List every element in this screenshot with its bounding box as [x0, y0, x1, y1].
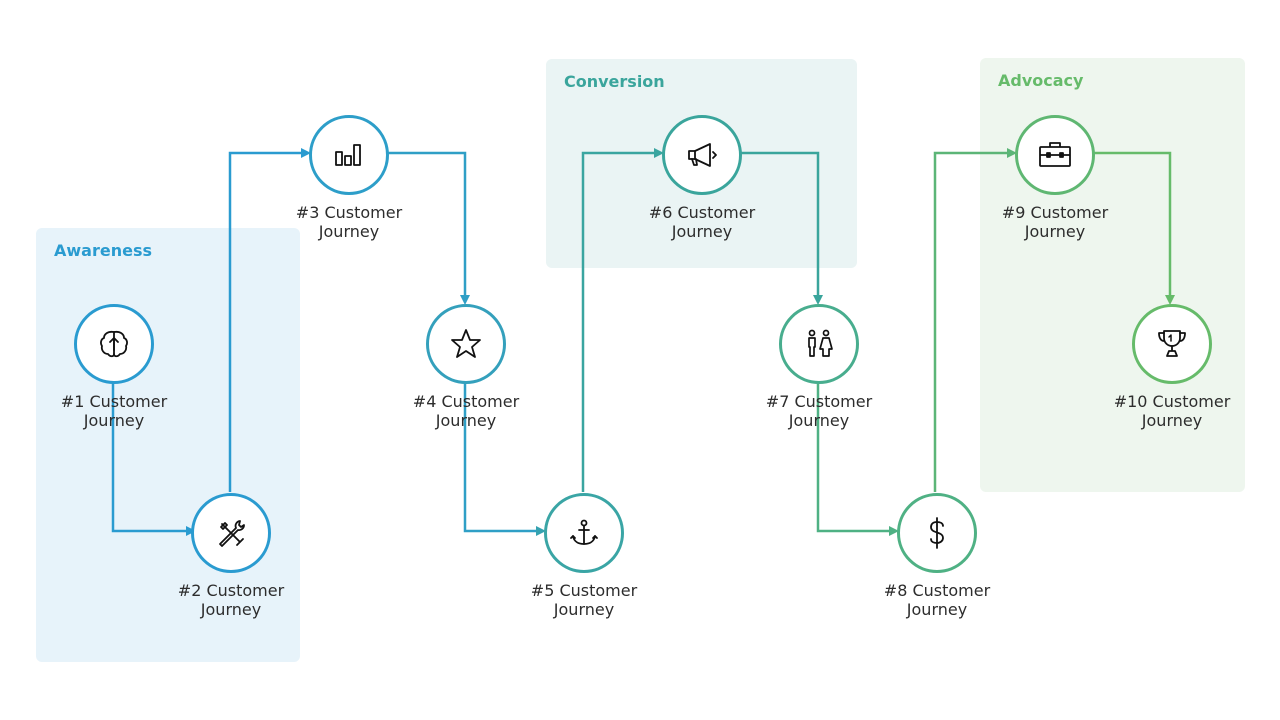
step-label-4: #4 Customer Journey [386, 392, 546, 430]
star-icon [451, 329, 481, 358]
step-label-3: #3 Customer Journey [269, 203, 429, 241]
step-circle-1[interactable] [74, 304, 154, 384]
step-label-5: #5 Customer Journey [504, 581, 664, 619]
step-title-2: #2 Customer [177, 581, 285, 600]
step-subtitle-4: Journey [435, 411, 497, 430]
step-circle-5[interactable] [544, 493, 624, 573]
connector-4-5 [463, 381, 541, 533]
brain-icon [100, 330, 128, 358]
step-circle-9[interactable] [1015, 115, 1095, 195]
connector-2-3 [228, 151, 306, 492]
step-subtitle-2: Journey [200, 600, 262, 619]
arrowhead-9 [1007, 148, 1017, 158]
step-subtitle-7: Journey [788, 411, 850, 430]
step-subtitle-8: Journey [906, 600, 968, 619]
arrowhead-7 [813, 295, 823, 305]
connector-1-2 [111, 381, 188, 533]
step-label-9: #9 Customer Journey [975, 203, 1135, 241]
bar-chart-icon [335, 144, 361, 166]
group-awareness: Awareness [36, 228, 300, 662]
arrowhead-4 [460, 295, 470, 305]
connector-8-9 [933, 151, 1012, 492]
step-circle-2[interactable] [191, 493, 271, 573]
step-title-10: #10 Customer [1113, 392, 1231, 411]
step-title-6: #6 Customer [648, 203, 756, 222]
connector-5-6 [581, 151, 659, 492]
step-circle-3[interactable] [309, 115, 389, 195]
group-title-advocacy: Advocacy [998, 71, 1084, 90]
step-title-9: #9 Customer [1001, 203, 1109, 222]
arrowhead-10 [1165, 295, 1175, 305]
anchor-icon [570, 519, 598, 545]
step-subtitle-3: Journey [318, 222, 380, 241]
step-label-1: #1 Customer Journey [34, 392, 194, 430]
briefcase-icon [1039, 142, 1071, 167]
step-title-3: #3 Customer [295, 203, 403, 222]
step-subtitle-10: Journey [1141, 411, 1203, 430]
step-label-2: #2 Customer Journey [151, 581, 311, 619]
dollar-icon [930, 517, 944, 549]
step-title-4: #4 Customer [412, 392, 520, 411]
connector-7-8 [816, 381, 894, 533]
trophy-icon [1158, 330, 1186, 357]
connector-6-7 [741, 151, 820, 300]
step-circle-6[interactable] [662, 115, 742, 195]
step-circle-4[interactable] [426, 304, 506, 384]
arrowhead-5 [536, 526, 546, 536]
step-subtitle-5: Journey [553, 600, 615, 619]
step-subtitle-6: Journey [671, 222, 733, 241]
step-title-5: #5 Customer [530, 581, 638, 600]
group-title-conversion: Conversion [564, 72, 665, 91]
arrowhead-3 [301, 148, 311, 158]
step-title-8: #8 Customer [883, 581, 991, 600]
connector-9-10 [1094, 151, 1172, 300]
arrowhead-6 [654, 148, 664, 158]
group-advocacy: Advocacy [980, 58, 1245, 492]
group-title-awareness: Awareness [54, 241, 152, 260]
megaphone-icon [688, 143, 717, 167]
step-label-6: #6 Customer Journey [622, 203, 782, 241]
step-circle-8[interactable] [897, 493, 977, 573]
step-subtitle-9: Journey [1024, 222, 1086, 241]
step-label-10: #10 Customer Journey [1092, 392, 1252, 430]
people-icon [808, 329, 833, 357]
step-subtitle-1: Journey [83, 411, 145, 430]
step-circle-10[interactable] [1132, 304, 1212, 384]
arrowhead-8 [889, 526, 899, 536]
connector-3-4 [388, 151, 467, 300]
step-title-7: #7 Customer [765, 392, 873, 411]
step-circle-7[interactable] [779, 304, 859, 384]
step-label-8: #8 Customer Journey [857, 581, 1017, 619]
step-title-1: #1 Customer [60, 392, 168, 411]
step-label-7: #7 Customer Journey [739, 392, 899, 430]
tools-icon [219, 520, 245, 547]
